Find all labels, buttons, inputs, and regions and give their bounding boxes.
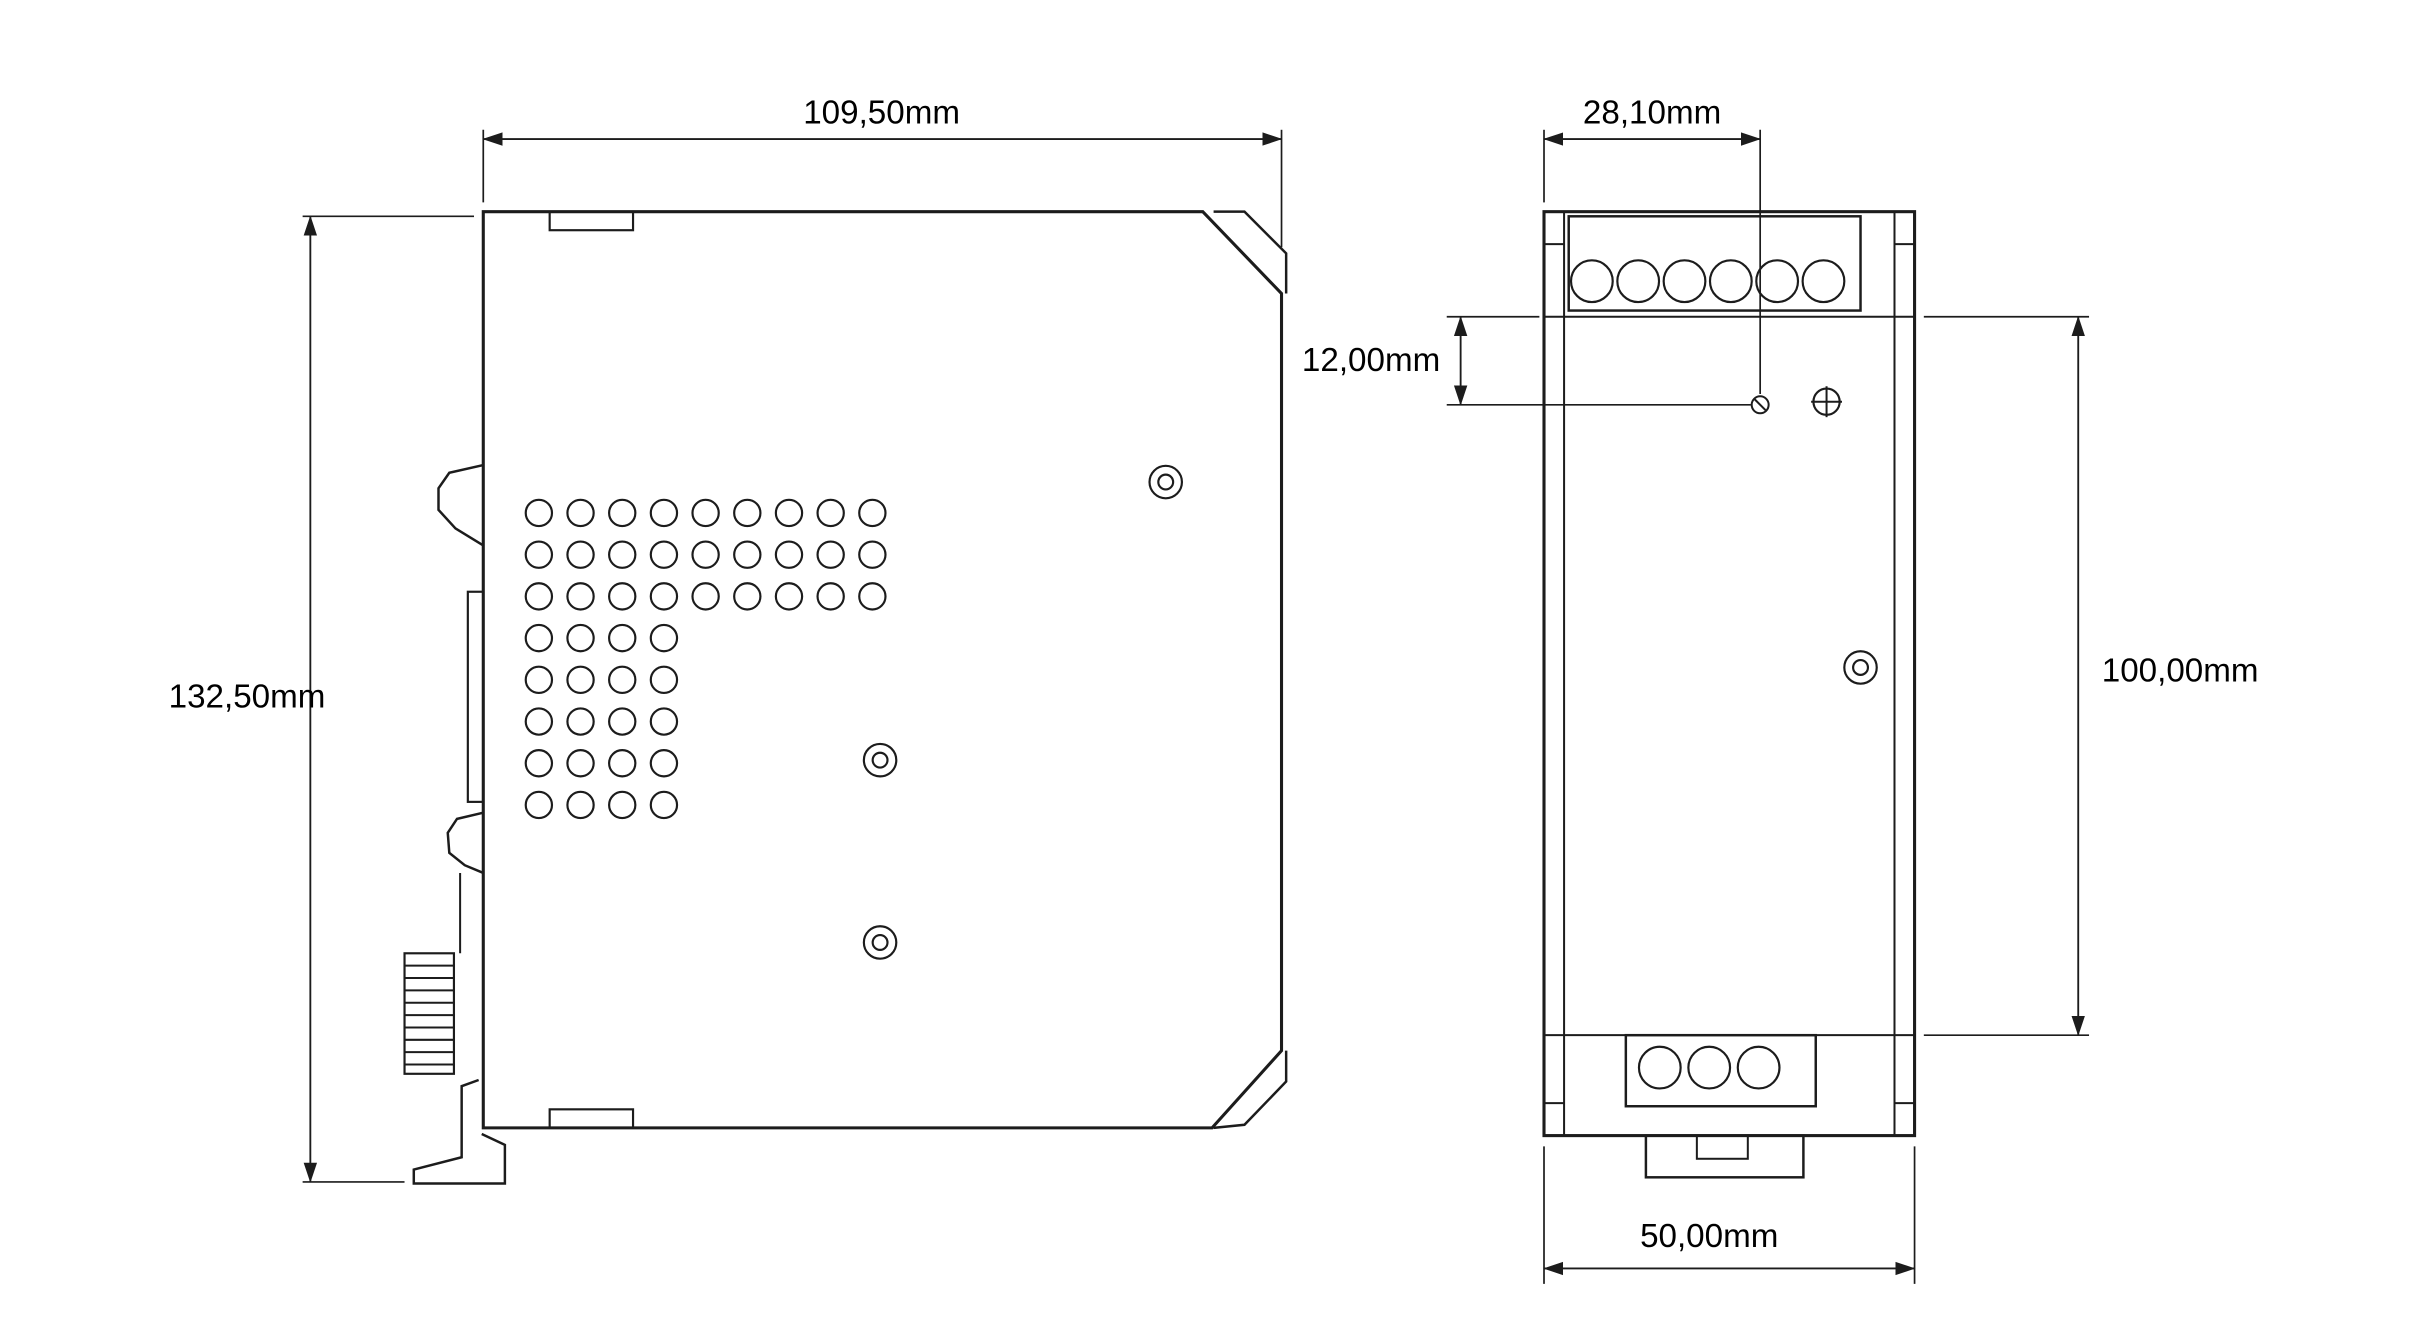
bottom-protrusion-notch	[1695, 1134, 1749, 1160]
side-view	[403, 210, 1288, 1185]
dimension-front-screw-offset-x: 28,10mm	[1543, 95, 1762, 394]
side-rear-plate-top-corner	[1213, 210, 1288, 294]
din-clip-upper-hook	[437, 463, 484, 547]
dimension-side-overall-height: 132,50mm	[169, 215, 475, 1183]
dimension-side-overall-width: 109,50mm	[482, 95, 1283, 248]
din-clip-spring	[403, 952, 456, 1075]
dim-label-front-overall-width: 50,00mm	[1640, 1218, 1778, 1255]
dim-label-front-screw-offset-x: 28,10mm	[1583, 95, 1721, 132]
din-rail-clip	[403, 463, 507, 1185]
side-body-outline	[481, 210, 1284, 1130]
side-bottom-latch-tab	[548, 1108, 635, 1129]
dim-label-side-overall-width: 109,50mm	[803, 95, 960, 132]
dim-label-front-screw-offset-y: 12,00mm	[1302, 342, 1440, 379]
din-clip-slot	[466, 590, 485, 803]
bottom-terminal-block	[1624, 1033, 1817, 1108]
din-clip-lower-hook	[446, 811, 484, 875]
front-body-outline	[1542, 210, 1917, 1138]
front-view	[1542, 210, 1917, 1179]
bottom-protrusion	[1644, 1134, 1805, 1179]
adjustment-screw	[1750, 395, 1770, 415]
dim-label-front-mounting-span: 100,00mm	[2102, 652, 2259, 689]
top-terminal-block	[1567, 215, 1862, 312]
side-rear-plate-bottom-corner	[1213, 1050, 1288, 1130]
din-clip-foot	[412, 1078, 507, 1185]
dimension-front-screw-offset-y: 12,00mm	[1302, 315, 1751, 406]
dimension-front-overall-width: 50,00mm	[1543, 1146, 1916, 1284]
side-top-latch-tab	[548, 210, 635, 232]
dim-label-side-overall-height: 132,50mm	[169, 679, 326, 716]
dimension-front-mounting-span: 100,00mm	[1923, 315, 2259, 1037]
phillips-screw-mark	[1811, 386, 1842, 418]
